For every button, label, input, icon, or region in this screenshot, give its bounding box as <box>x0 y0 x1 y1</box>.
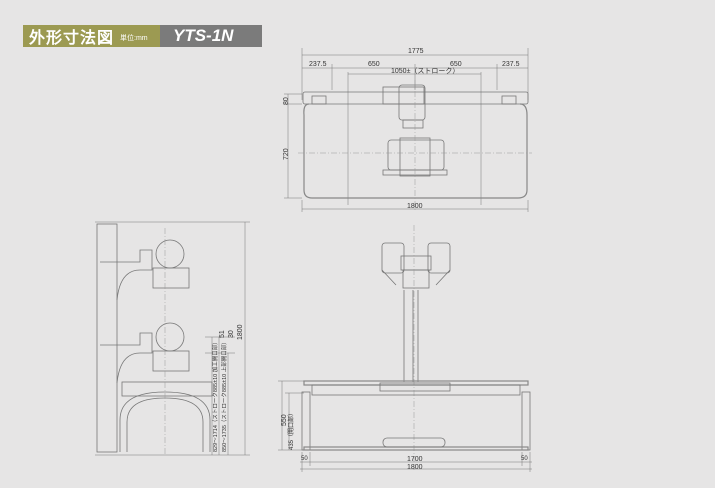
dim-seg-1: 237.5 <box>309 61 327 68</box>
dim-front-overall-width: 1800 <box>407 464 423 471</box>
header-title-block: 外形寸法図 単位:mm <box>23 25 160 47</box>
top-view: 1775 237.5 650 650 237.5 1050±（ストローク） 80… <box>283 48 532 212</box>
dim-left-margin: 50 <box>301 456 308 462</box>
dim-table-width: 1800 <box>407 203 423 210</box>
dim-right-margin: 50 <box>521 456 528 462</box>
dim-rail-height: 80 <box>283 97 290 105</box>
dim-range-1: 829～1714（ストローク885±10 加工開口部） <box>211 339 219 452</box>
dim-30: 30 <box>228 330 235 338</box>
dim-51: 51 <box>219 330 226 338</box>
dim-overall-width: 1775 <box>408 48 424 55</box>
dim-range-2: 850～1735（ストローク885±10 上部開口部） <box>220 339 228 452</box>
dim-inner-width: 1700 <box>407 456 423 463</box>
side-view: 1800 51 30 829～1714（ストローク885±10 加工開口部） 8… <box>95 221 250 456</box>
dim-opening: 435（開口部） <box>287 410 295 450</box>
dim-front-height: 550 <box>281 414 288 426</box>
dim-seg-4: 237.5 <box>502 61 520 68</box>
dim-table-depth: 720 <box>283 148 290 160</box>
front-view: 550 435（開口部） 50 1700 50 1800 <box>278 225 532 472</box>
dim-overall-height: 1800 <box>237 324 244 340</box>
dim-seg-3: 650 <box>450 61 462 68</box>
drawing-header: 外形寸法図 単位:mm YTS-1N <box>23 25 262 47</box>
model-name: YTS-1N <box>160 25 262 47</box>
dim-stroke: 1050±（ストローク） <box>391 67 459 75</box>
unit-label: 単位:mm <box>120 35 148 42</box>
header-title: 外形寸法図 <box>29 30 115 47</box>
dim-seg-2: 650 <box>368 61 380 68</box>
